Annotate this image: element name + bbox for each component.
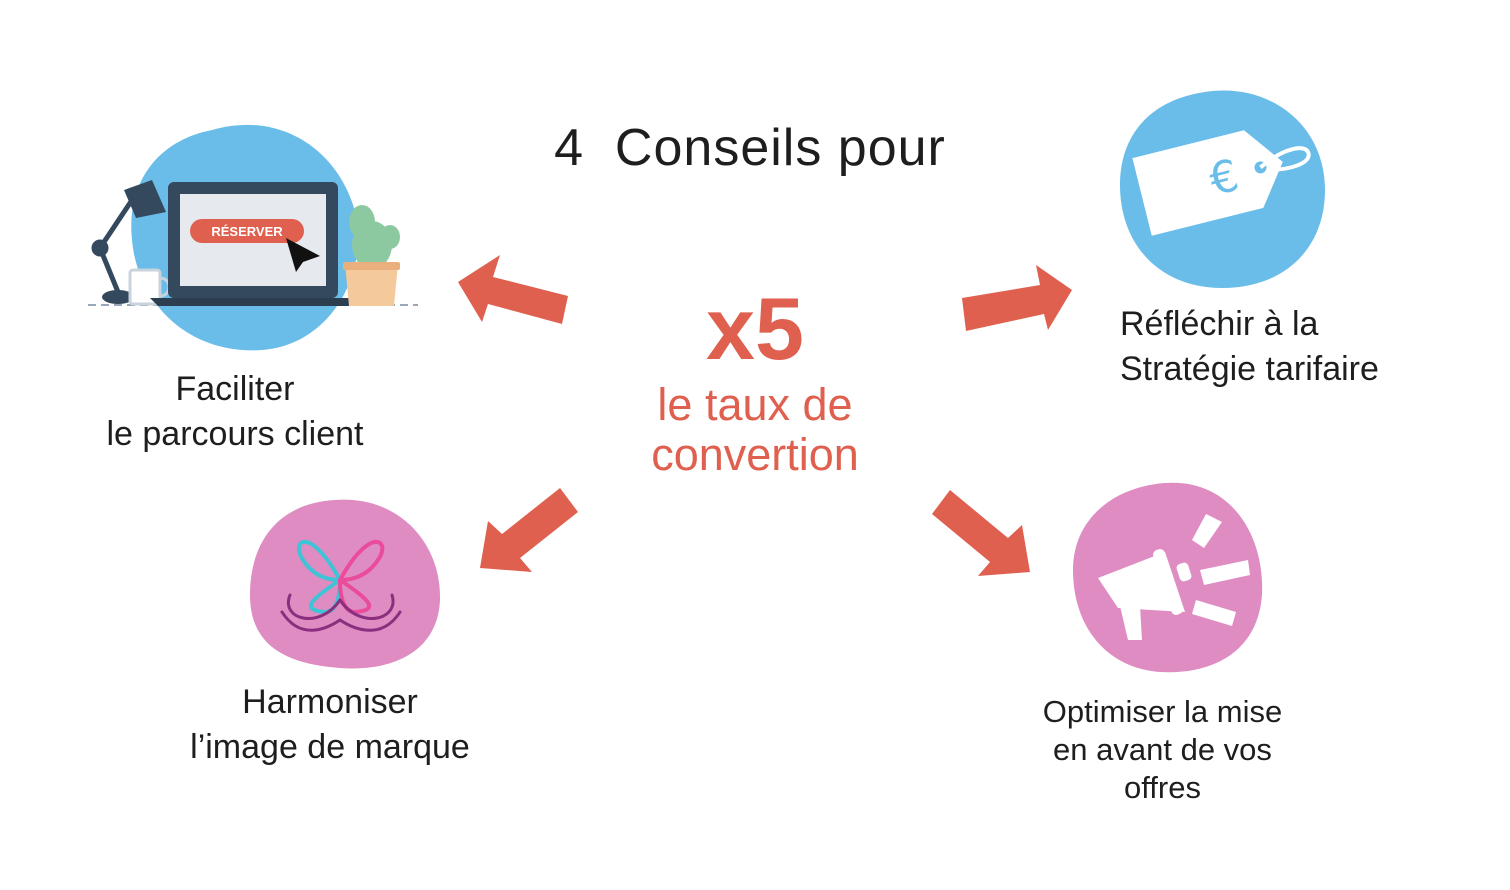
laptop-illustration: RÉSERVER <box>88 124 418 351</box>
mug-icon <box>128 268 171 306</box>
center-caption: le taux de convertion <box>590 380 920 480</box>
brand-logo-illustration <box>250 499 441 669</box>
tip-tarifaire-line-2: Stratégie tarifaire <box>1120 350 1379 388</box>
multiplier-value: x5 <box>706 279 804 378</box>
price-tag-icon <box>1132 130 1283 236</box>
tip-parcours-line-2: le parcours client <box>106 415 364 453</box>
megaphone-icon <box>1098 514 1250 640</box>
arrow-top-right <box>962 265 1072 331</box>
center-caption-line-1: le taux de <box>657 379 853 430</box>
tip-offres-label: Optimiser la mise en avant de vos offres <box>1010 693 1315 807</box>
butterfly-logo-icon <box>280 539 402 632</box>
arrow-top-left <box>458 255 568 324</box>
tip-offres-line-2: en avant de vos <box>1053 732 1272 767</box>
tip-tarifaire-line-1: Réfléchir à la <box>1120 305 1319 343</box>
page-title: 4 Conseils pour <box>554 119 946 177</box>
price-tag-illustration: € <box>1120 90 1325 288</box>
arrow-bottom-right <box>932 490 1030 576</box>
center-caption-line-2: convertion <box>651 429 859 480</box>
desk-lamp-icon <box>91 197 135 295</box>
tip-image-line-2: l’image de marque <box>190 728 470 766</box>
tip-tarifaire-label: Réfléchir à la Stratégie tarifaire <box>1120 302 1500 392</box>
megaphone-illustration <box>1073 482 1263 673</box>
arrow-icon <box>458 255 1072 576</box>
reserve-button: RÉSERVER <box>190 219 304 243</box>
tip-parcours-line-1: Faciliter <box>175 370 295 408</box>
tip-offres-line-3: offres <box>1124 770 1201 805</box>
arrow-bottom-left <box>480 488 578 572</box>
tip-offres-line-1: Optimiser la mise <box>1042 694 1283 729</box>
tip-image-label: Harmoniser l’image de marque <box>150 680 510 770</box>
reserve-button-label: RÉSERVER <box>211 224 283 239</box>
tip-image-line-1: Harmoniser <box>242 683 418 721</box>
cursor-icon <box>286 238 320 272</box>
tip-parcours-label: Faciliter le parcours client <box>60 367 410 457</box>
cactus-icon <box>343 205 400 306</box>
